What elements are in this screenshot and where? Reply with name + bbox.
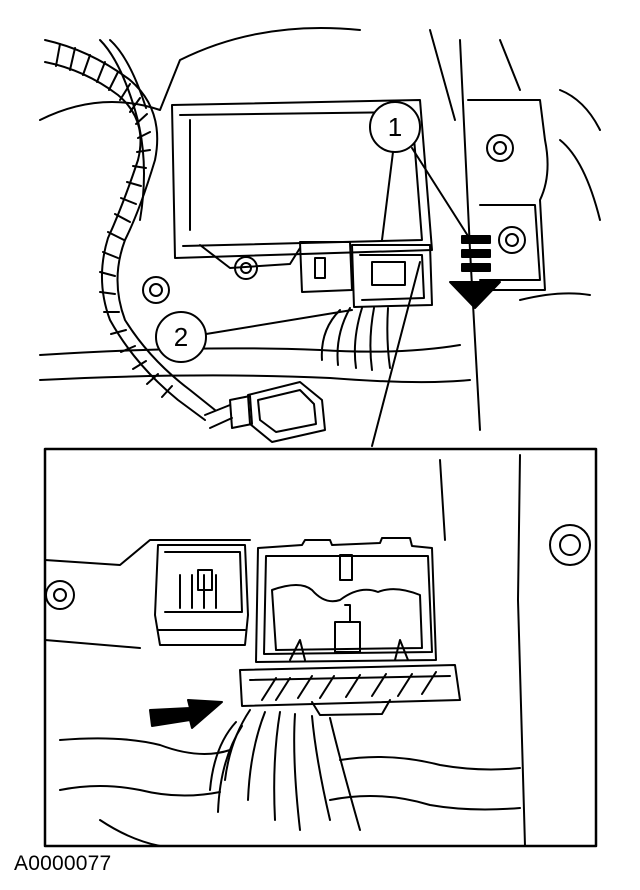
wiring-harness bbox=[44, 39, 216, 421]
callout-2 bbox=[155, 311, 207, 363]
top-view bbox=[39, 27, 601, 447]
detail-view bbox=[43, 447, 598, 848]
callout-1-number: 1 bbox=[388, 112, 402, 142]
slide-direction-arrow-icon bbox=[449, 235, 501, 309]
mounting-bracket bbox=[467, 99, 549, 291]
detail-side-connector bbox=[154, 544, 249, 646]
harness-inline-connector bbox=[204, 381, 326, 443]
connector-locking-bar bbox=[239, 664, 461, 707]
callout-1 bbox=[369, 101, 421, 153]
callout-2-number: 2 bbox=[174, 322, 188, 352]
figure-reference-id: A0000077 bbox=[14, 852, 112, 875]
module-connector-top bbox=[299, 241, 433, 371]
detail-electrical-connector bbox=[209, 537, 461, 831]
push-arrow-icon bbox=[149, 699, 223, 729]
detail-view-frame bbox=[43, 447, 598, 848]
detail-mounting-nut bbox=[549, 524, 591, 566]
